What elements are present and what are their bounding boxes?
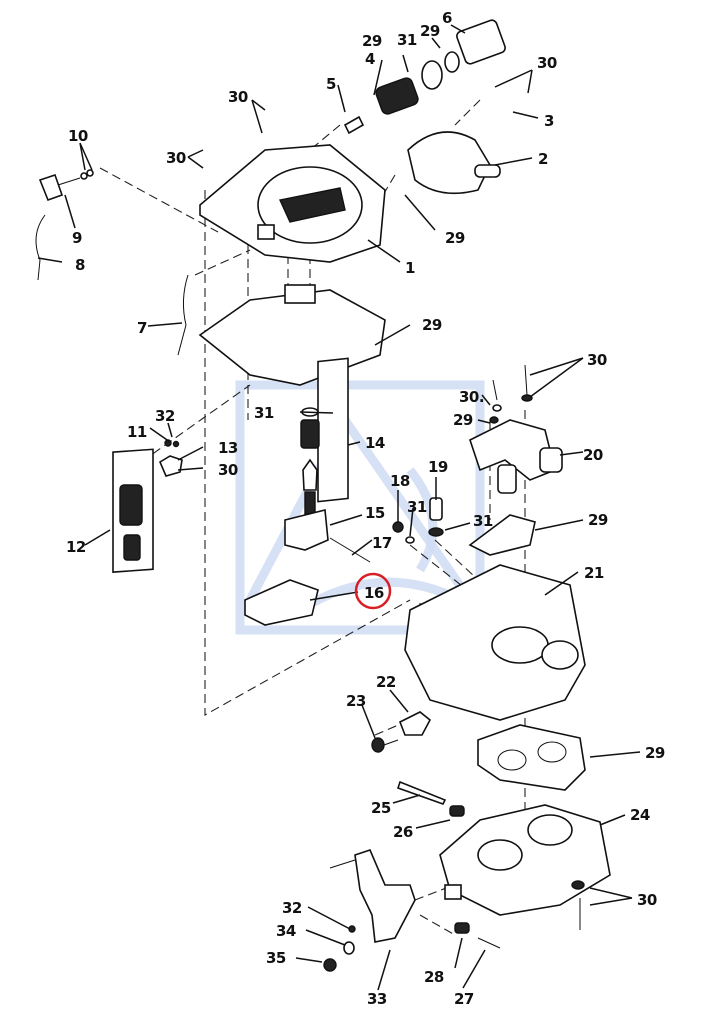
callout-32-lower[interactable]: 32: [282, 899, 302, 917]
part-small-valves: [392, 497, 444, 544]
callout-8[interactable]: 8: [75, 256, 86, 274]
callout-34[interactable]: 34: [276, 922, 296, 940]
part-gasket-upper: [198, 284, 386, 386]
callout-10[interactable]: 10: [68, 127, 88, 145]
callout-7[interactable]: 7: [137, 319, 148, 337]
callout-31-valve-a[interactable]: 31: [407, 498, 427, 516]
callout-4[interactable]: 4: [365, 50, 376, 68]
leader-lines: [37, 24, 641, 991]
callout-30-pump-screw-a[interactable]: 30.: [459, 388, 485, 406]
callout-25[interactable]: 25: [371, 799, 391, 817]
callout-23[interactable]: 23: [346, 692, 366, 710]
part-fast-idle-lever: [35, 169, 189, 356]
callout-29-airhorn-gasket[interactable]: 29: [422, 316, 442, 334]
callout-18[interactable]: 18: [390, 472, 410, 490]
callout-1[interactable]: 1: [405, 259, 416, 277]
callout-16[interactable]: 16: [364, 584, 384, 602]
callout-labels: 1 2 3 4 5 6 7 8 9 10 11 12 13 14 15 16 1…: [66, 9, 665, 1008]
callout-11[interactable]: 11: [127, 423, 147, 441]
callout-29-filter-gasket[interactable]: 29: [420, 22, 440, 40]
callout-35[interactable]: 35: [266, 949, 286, 967]
callout-31-needle[interactable]: 31: [254, 404, 274, 422]
callout-29-base-gasket[interactable]: 29: [645, 744, 665, 762]
callout-30-choke-screws[interactable]: 30: [537, 54, 557, 72]
part-float-hinge: [244, 508, 371, 626]
callout-15[interactable]: 15: [365, 504, 385, 522]
callout-19[interactable]: 19: [428, 458, 448, 476]
callout-33[interactable]: 33: [367, 990, 387, 1008]
part-air-horn: [199, 144, 386, 263]
part-throttle-body: [439, 804, 611, 916]
callout-26[interactable]: 26: [393, 823, 413, 841]
part-gasket-pump: [468, 514, 536, 556]
callout-29-pump-washer[interactable]: 29: [453, 411, 473, 429]
callout-27[interactable]: 27: [454, 990, 474, 1008]
callout-29-choke-gasket[interactable]: 29: [445, 229, 465, 247]
callout-6[interactable]: 6: [442, 9, 453, 27]
callout-14[interactable]: 14: [365, 434, 385, 452]
callout-30-airhorn-screw-b[interactable]: 30: [166, 149, 186, 167]
part-idle-screw-bracket: [371, 711, 432, 753]
callout-13[interactable]: 13: [218, 439, 238, 457]
part-needle-seat: [300, 357, 349, 515]
callout-17[interactable]: 17: [372, 534, 392, 552]
callout-3[interactable]: 3: [544, 112, 555, 130]
callout-30-airhorn-screw-a[interactable]: 30: [228, 88, 248, 106]
callout-30-base-screws[interactable]: 30: [637, 891, 657, 909]
callout-32-upper[interactable]: 32: [155, 407, 175, 425]
callout-21[interactable]: 21: [584, 564, 604, 582]
callout-5[interactable]: 5: [326, 75, 337, 93]
part-gasket-lower: [477, 724, 586, 791]
callout-24[interactable]: 24: [630, 806, 650, 824]
callout-28[interactable]: 28: [424, 968, 444, 986]
part-choke-housing: [407, 131, 501, 195]
callout-2[interactable]: 2: [538, 150, 549, 168]
part-throttle-lever: [323, 849, 416, 972]
highlight-circle: [354, 572, 392, 610]
callout-30-pump-screw-b[interactable]: 30: [587, 351, 607, 369]
callout-30-power-piston[interactable]: 30: [218, 461, 238, 479]
callout-20[interactable]: 20: [583, 446, 603, 464]
part-pump-lever: [469, 364, 563, 494]
callout-31-valve-b[interactable]: 31: [473, 512, 493, 530]
callout-31-filter[interactable]: 31: [397, 31, 417, 49]
callout-9[interactable]: 9: [72, 229, 83, 247]
callout-12[interactable]: 12: [66, 538, 86, 556]
part-float-bowl: [404, 564, 586, 721]
callout-29-pump-gasket[interactable]: 29: [588, 511, 608, 529]
part-mixture-screws: [396, 780, 585, 949]
callout-22[interactable]: 22: [376, 673, 396, 691]
callout-29-filter[interactable]: 29: [362, 32, 382, 50]
part-power-piston: [112, 439, 183, 573]
part-fuel-filter: [343, 19, 506, 135]
